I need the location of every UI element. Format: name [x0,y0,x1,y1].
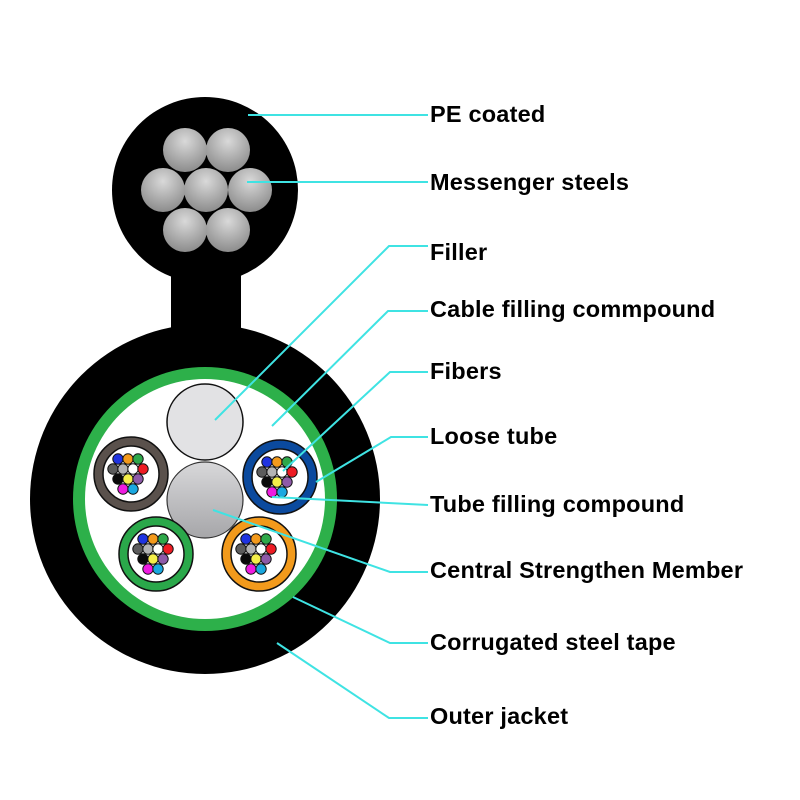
fiber [117,483,129,495]
fiber [261,476,273,488]
fiber [162,543,174,555]
fiber [132,543,144,555]
leader-lines [212,114,429,719]
fiber [255,563,267,575]
fiber [261,456,273,468]
fiber [266,466,278,478]
filler-rod [166,383,244,461]
messenger-steel-wire [163,208,207,252]
fiber [132,473,144,485]
fiber [137,463,149,475]
fiber [286,466,298,478]
fiber [137,533,149,545]
fiber [147,533,159,545]
central-strengthen-member [166,461,244,539]
fiber [250,533,262,545]
fiber [276,486,288,498]
fiber [265,543,277,555]
fiber [157,553,169,565]
fiber [137,553,149,565]
label-cable-filling-compound: Cable filling commpound [430,295,716,322]
leader-line-central-strengthen-member [212,509,428,573]
leader-line-tube-filling-compound [271,496,429,506]
label-tube-filling-compound: Tube filling compound [430,490,685,517]
fiber [157,533,169,545]
leader-line-fibers [282,371,428,472]
fiber [250,553,262,565]
leader-line-filler [214,245,428,421]
messenger-steel-wire [184,168,228,212]
fiber [142,563,154,575]
fiber [117,463,129,475]
label-pe-coated: PE coated [430,100,546,127]
label-outer-jacket: Outer jacket [430,702,569,729]
label-fibers: Fibers [430,357,502,384]
fiber [240,533,252,545]
fiber [260,553,272,565]
messenger-steel-wire [228,168,272,212]
fiber [142,543,154,555]
fiber [256,466,268,478]
fiber [281,476,293,488]
messenger-steel-strands [141,128,272,252]
fiber [255,543,267,555]
fiber [235,543,247,555]
leader-line-cable-filling-compound [271,310,428,427]
fiber [147,553,159,565]
fiber [127,463,139,475]
fiber [152,563,164,575]
fiber [245,543,257,555]
label-central-strengthen-member: Central Strengthen Member [430,556,744,583]
fiber [122,453,134,465]
loose-tube-green-tube [118,516,194,592]
loose-tube-orange-tube [221,516,297,592]
messenger-steel-wire [141,168,185,212]
fiber [260,533,272,545]
messenger-steel-wire [163,128,207,172]
fiber [112,453,124,465]
loose-tubes [93,436,318,592]
fiber [132,453,144,465]
leader-line-outer-jacket [276,642,428,719]
fiber [107,463,119,475]
messenger-steel-wire [206,208,250,252]
label-filler: Filler [430,238,488,265]
fiber [245,563,257,575]
fiber [271,476,283,488]
fiber [122,473,134,485]
fiber [271,456,283,468]
leader-line-loose-tube [315,436,428,483]
messenger-steel-wire [206,128,250,172]
leader-line-corrugated-steel-tape [292,596,428,644]
fiber [281,456,293,468]
loose-tube-brown-tube [93,436,169,512]
fiber [127,483,139,495]
label-messenger-steels: Messenger steels [430,168,630,195]
fiber [152,543,164,555]
loose-tube-blue-tube [242,439,318,515]
fiber [266,486,278,498]
label-corrugated-steel-tape: Corrugated steel tape [430,628,676,655]
label-loose-tube: Loose tube [430,422,558,449]
fiber [240,553,252,565]
fiber [112,473,124,485]
